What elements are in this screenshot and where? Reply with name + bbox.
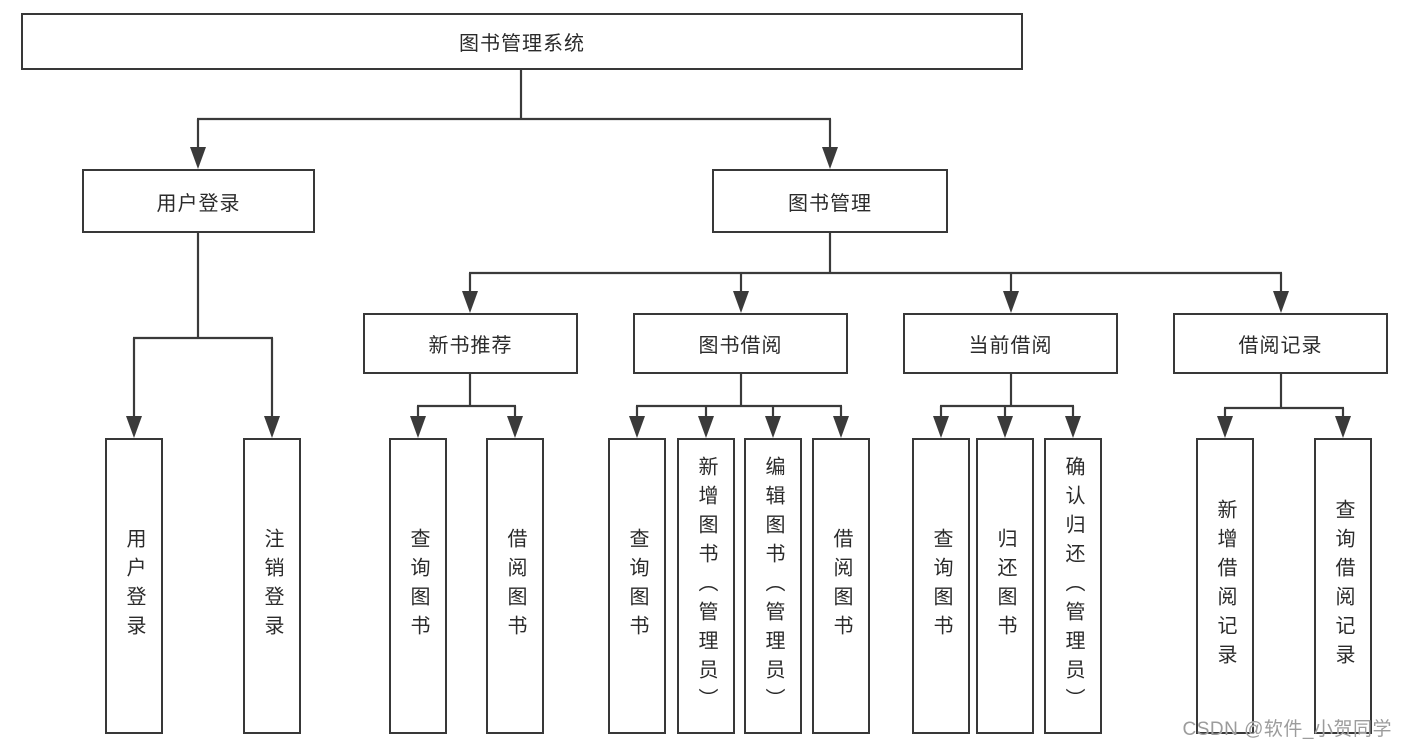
leaf-borrow-books-1: 借阅图书 [486,438,544,734]
leaf-user-login: 用户登录 [105,438,163,734]
arrowhead-icon [462,291,478,313]
arrowhead-icon [629,416,645,438]
arrowhead-icon [507,416,523,438]
arrowhead-icon [833,416,849,438]
leaf-edit-book-admin: 编辑图书（管理员） [744,438,802,734]
node-new-book-recommendation: 新书推荐 [363,313,578,374]
leaf-add-book-admin: 新增图书（管理员） [677,438,735,734]
arrowhead-icon [698,416,714,438]
leaf-query-borrow-record: 查询借阅记录 [1314,438,1372,734]
node-book-management: 图书管理 [712,169,948,233]
arrowhead-icon [822,147,838,169]
leaf-return-book: 归还图书 [976,438,1034,734]
node-borrowing-records: 借阅记录 [1173,313,1388,374]
arrowhead-icon [765,416,781,438]
leaf-query-books-2: 查询图书 [608,438,666,734]
leaf-add-borrow-record: 新增借阅记录 [1196,438,1254,734]
node-user-login: 用户登录 [82,169,315,233]
arrowhead-icon [190,147,206,169]
leaf-confirm-return-admin: 确认归还（管理员） [1044,438,1102,734]
node-book-borrowing: 图书借阅 [633,313,848,374]
arrowhead-icon [264,416,280,438]
leaf-borrow-books-2: 借阅图书 [812,438,870,734]
leaf-logout: 注销登录 [243,438,301,734]
csdn-watermark: CSDN @软件_小贺同学 [1182,719,1392,740]
arrowhead-icon [1065,416,1081,438]
arrowhead-icon [1273,291,1289,313]
node-current-borrowing: 当前借阅 [903,313,1118,374]
arrowhead-icon [410,416,426,438]
arrowhead-icon [1335,416,1351,438]
arrowhead-icon [733,291,749,313]
arrowhead-icon [126,416,142,438]
arrowhead-icon [1003,291,1019,313]
leaf-query-books-1: 查询图书 [389,438,447,734]
arrowheads [126,147,1351,438]
node-library-management-system: 图书管理系统 [21,13,1023,70]
arrowhead-icon [1217,416,1233,438]
arrowhead-icon [933,416,949,438]
arrowhead-icon [997,416,1013,438]
leaf-query-books-3: 查询图书 [912,438,970,734]
